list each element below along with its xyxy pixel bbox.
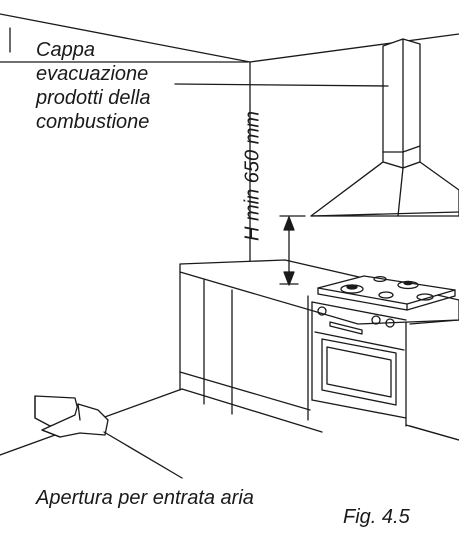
hood-leader-line — [174, 83, 389, 87]
base-cabinets — [179, 279, 459, 427]
oven — [311, 301, 407, 419]
hood-label: Cappa evacuazione prodotti della combust… — [36, 38, 151, 134]
cabinet-edge — [409, 425, 459, 441]
hood-label-line-1: Cappa — [36, 39, 95, 61]
figure-label: Fig. 4.5 — [343, 506, 410, 528]
gas-hob — [317, 275, 456, 311]
air-leader-line — [103, 431, 183, 479]
hood-label-line-3: prodotti della — [36, 87, 151, 109]
countertop — [179, 259, 459, 391]
hood-label-line-4: combustione — [36, 111, 150, 133]
hood-label-line-2: evacuazione — [36, 63, 149, 85]
chimney-hood — [310, 38, 459, 217]
height-dimension — [279, 215, 306, 286]
air-vent-opening — [34, 395, 109, 438]
height-label-text: H min 650 mm — [241, 110, 264, 242]
air-inlet-label: Apertura per entrata aria — [36, 486, 254, 510]
